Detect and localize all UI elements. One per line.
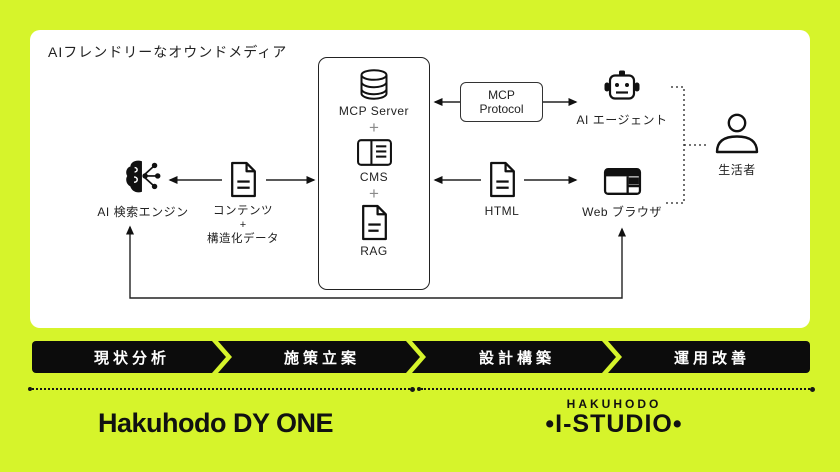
database-icon: [360, 69, 388, 100]
node-ai-search: AI 検索エンジン: [73, 158, 213, 220]
node-browser: Web ブラウザ: [582, 167, 662, 220]
step-unyou-kaizen: 運用改善: [608, 341, 810, 373]
mcp-protocol-line1: MCP: [488, 88, 515, 102]
i-studio-wordmark: •I-STUDIO•: [545, 410, 683, 438]
node-html: HTML: [462, 161, 542, 218]
rag-label: RAG: [360, 244, 388, 258]
step-label: 設計構築: [478, 349, 555, 367]
connector-lines: [126, 86, 706, 299]
node-content: コンテンツ + 構造化データ: [193, 161, 293, 247]
browser-window-icon: [603, 168, 641, 195]
document-icon: [361, 204, 387, 241]
hakuhodo-wordmark: HAKUHODO: [566, 397, 662, 411]
feedback-loop-line: [126, 225, 626, 299]
node-person: 生活者: [702, 113, 772, 178]
mcp-server-label: MCP Server: [338, 104, 410, 118]
document-icon: [230, 161, 256, 198]
node-ai-agent: AI エージェント: [562, 70, 682, 128]
step-shisaku-ritsuan: 施策立案: [218, 341, 420, 373]
content-label-line3: 構造化データ: [207, 233, 279, 245]
step-label: 運用改善: [673, 349, 750, 367]
person-icon: [715, 113, 759, 154]
mcp-protocol-line2: Protocol: [479, 102, 524, 116]
brain-network-icon: [126, 160, 161, 193]
dotted-separator-right: [417, 387, 815, 392]
step-label: 施策立案: [283, 349, 360, 367]
dotted-separator-left: [28, 387, 415, 392]
ai-agent-label: AI エージェント: [576, 113, 668, 127]
cms-panel-icon: [356, 139, 392, 166]
process-steps-row: 現状分析 施策立案 設計構築 運用改善: [0, 341, 840, 373]
content-label-line1: コンテンツ: [213, 205, 273, 217]
step-sekkei-kouchiku: 設計構築: [412, 341, 616, 373]
person-label: 生活者: [718, 163, 756, 177]
plus-sign: +: [369, 184, 379, 203]
mcp-protocol-box: MCP Protocol: [460, 82, 543, 122]
diagram-title: AIフレンドリーなオウンドメディア: [48, 44, 288, 60]
html-label: HTML: [484, 204, 520, 218]
dotted-bracket-to-person: [666, 86, 706, 204]
hakuhodo-i-studio-logo: HAKUHODO •I-STUDIO•: [528, 397, 700, 438]
browser-label: Web ブラウザ: [582, 205, 662, 219]
ai-search-label: AI 検索エンジン: [97, 205, 189, 219]
hakuhodo-dy-one-logo: Hakuhodo DY ONE: [98, 408, 334, 438]
diagram-panel: AIフレンドリーなオウンドメディア AI: [30, 30, 810, 328]
document-icon: [489, 161, 515, 198]
robot-icon: [604, 70, 640, 100]
cms-label: CMS: [359, 170, 389, 184]
step-genjou-bunseki: 現状分析: [32, 341, 226, 373]
plus-sign: +: [369, 118, 379, 137]
stack-box: MCP Server + CMS + RAG: [318, 57, 430, 290]
content-plus: +: [239, 219, 247, 231]
step-label: 現状分析: [93, 349, 170, 367]
